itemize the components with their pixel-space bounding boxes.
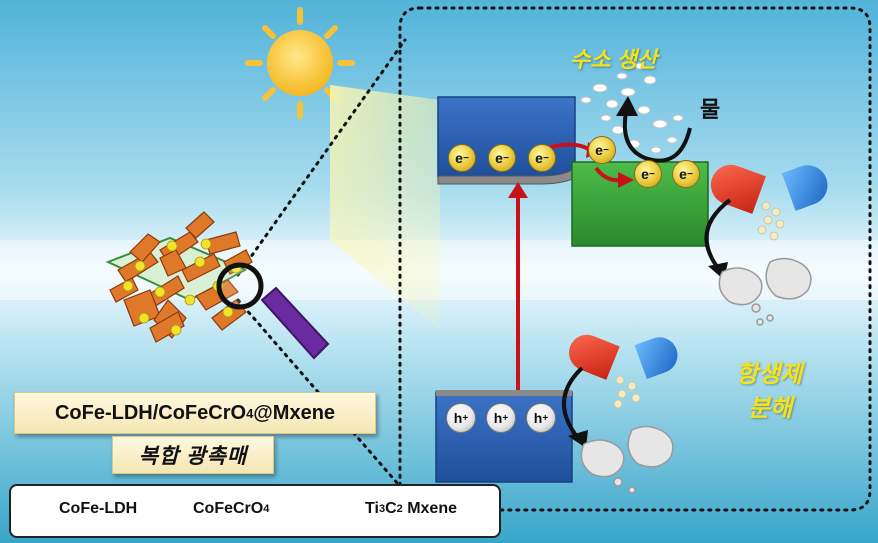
legend-item-ldh: CoFe-LDH [59,500,138,517]
electron-1: e− [448,144,476,172]
magnifier-icon [216,262,330,360]
degradation-arrow-upper [704,198,732,270]
composite-subtitle: 복합 광촉매 [112,436,274,474]
zoom-frame [398,6,872,512]
degradation-arrowhead-lower [568,430,588,448]
electron-mxene-2: e− [672,160,700,188]
water-label: 물 [700,97,721,122]
excitation-arrowhead [508,182,528,198]
degraded-fragments-lower [580,425,674,494]
degradation-arrow-lower [562,366,584,440]
electron-2: e− [488,144,516,172]
zoom-guide-top [236,38,407,277]
electron-transferring: e− [588,136,616,164]
degraded-fragments-upper [718,257,812,326]
hydrogen-production-label: 수소 생산 [570,47,658,72]
valence-band-edge [436,390,572,396]
sun-icon [245,7,355,119]
electron-transfer-arrowhead-2 [618,172,634,188]
hole-1: h+ [446,403,476,433]
antibiotic-degradation-label-line2: 분해 [748,395,793,422]
antibiotic-degradation-label-line1: 항생제 [736,361,803,388]
water-cycle-arrow [622,111,692,163]
light-beam [330,85,440,330]
hole-2: h+ [486,403,516,433]
hole-3: h+ [526,403,556,433]
electron-3: e− [528,144,556,172]
hydrogen-bubbles [580,62,684,154]
electron-mxene-1: e− [634,160,662,188]
water-cycle-arrowhead [616,96,638,116]
